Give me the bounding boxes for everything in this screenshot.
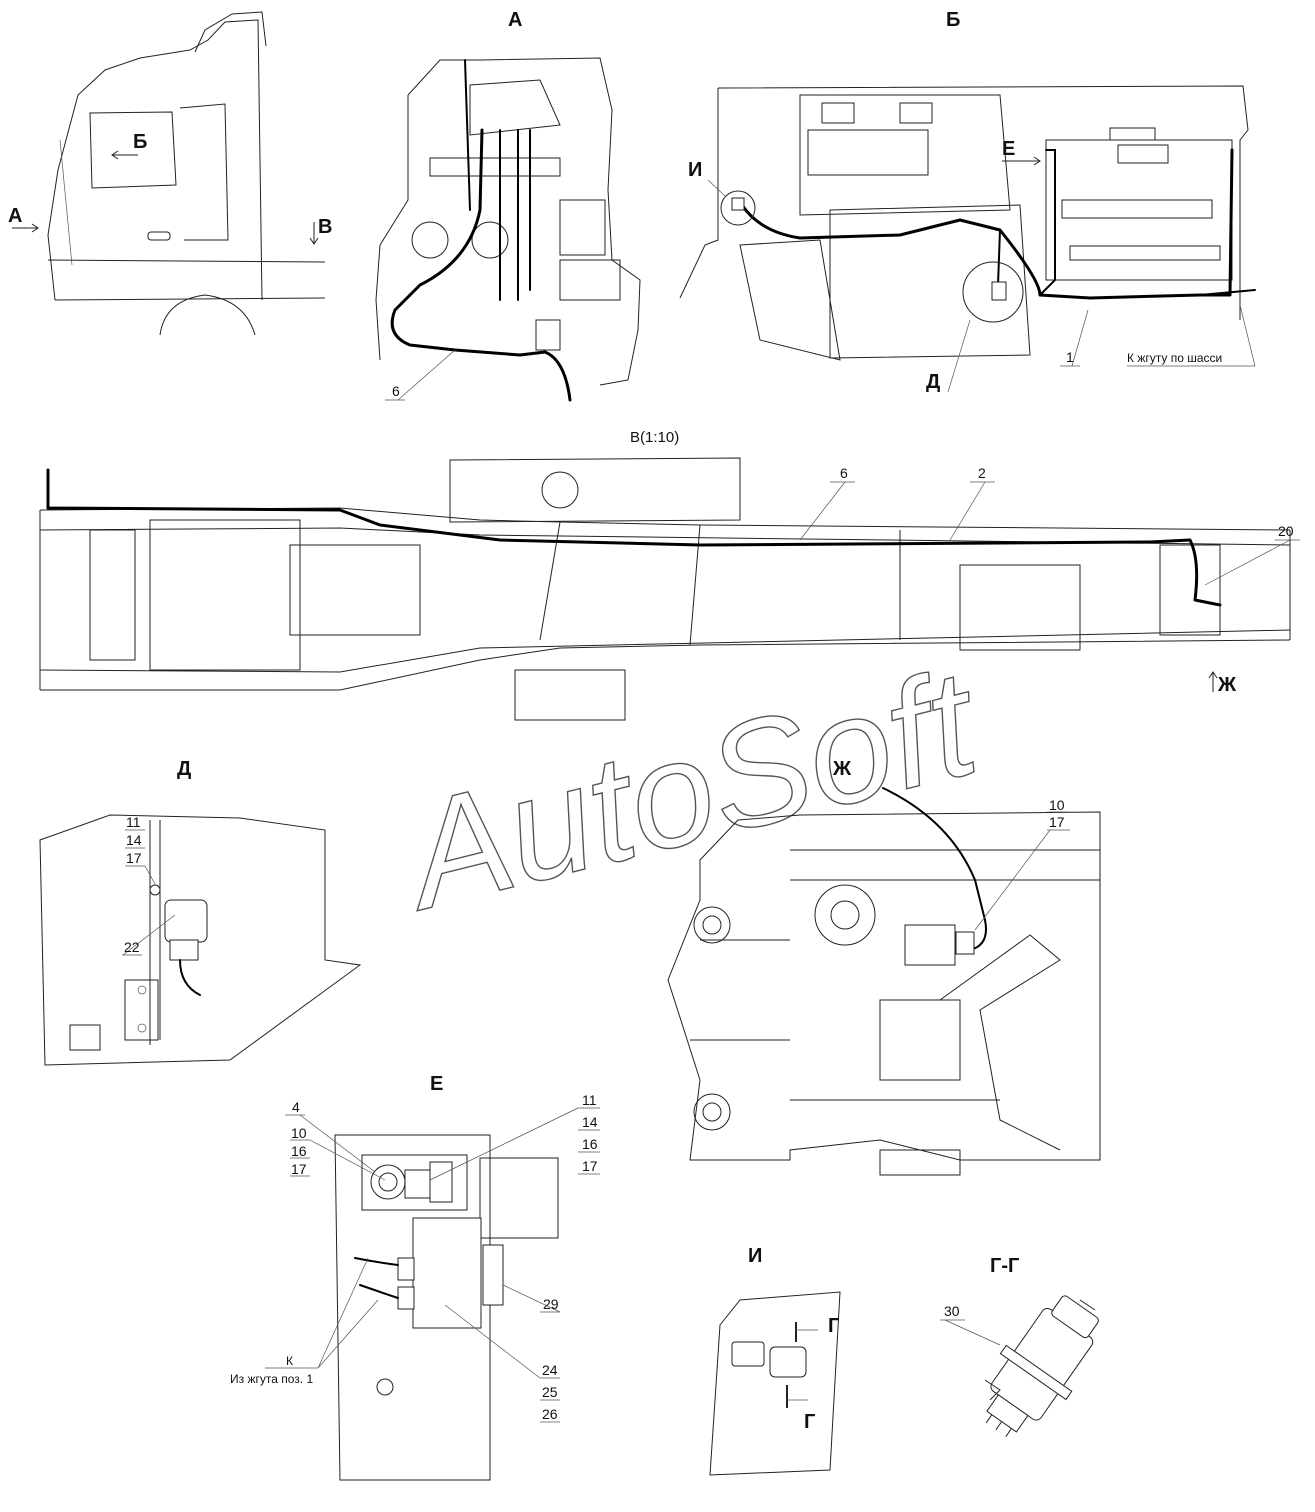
pos-11-e: 11 [582, 1092, 597, 1108]
view-zh: Ж 10 17 [667, 758, 1101, 1176]
cab-marker-b: Б [133, 131, 147, 153]
note-to-chassis-harness: К жгуту по шасси [1127, 351, 1222, 365]
pos-6-chassis: 6 [840, 465, 848, 481]
pos-1: 1 [1066, 349, 1074, 365]
view-a-title: А [508, 9, 522, 31]
note-k: К [286, 1354, 293, 1368]
pos-20: 20 [1278, 523, 1294, 539]
marker-i: И [688, 159, 702, 181]
view-d: Д 11 14 17 22 [39, 758, 362, 1066]
fuse-block-rows [1061, 144, 1221, 261]
pos-24: 24 [542, 1362, 558, 1378]
pos-14-e: 14 [582, 1114, 598, 1130]
note-from-harness: Из жгута поз. 1 [230, 1372, 313, 1386]
view-v-chassis: В(1:10) 6 2 20 Ж [39, 429, 1300, 721]
view-b: Б И Е Д 1 К жгуту по шас [679, 9, 1256, 393]
view-i-title: И [748, 1245, 762, 1267]
pos-16-e-right: 16 [582, 1136, 598, 1152]
marker-zh: Ж [1217, 674, 1237, 696]
section-mark-g-bottom: Г [804, 1411, 815, 1433]
pos-11-d: 11 [126, 814, 141, 830]
pos-6-view-a: 6 [392, 383, 400, 399]
view-e: Е 4 10 16 17 11 [230, 1073, 600, 1481]
pos-29: 29 [543, 1296, 559, 1312]
view-i: И Г Г [709, 1245, 841, 1476]
pos-4: 4 [292, 1099, 300, 1115]
marker-d: Д [926, 371, 940, 393]
view-b-title: Б [946, 9, 960, 31]
view-v-title: В(1:10) [630, 429, 679, 446]
section-mark-g-top: Г [828, 1315, 839, 1337]
pos-17-e-right: 17 [582, 1158, 598, 1174]
section-g-g: Г-Г 30 [940, 1255, 1099, 1437]
view-a: А 6 [375, 9, 641, 402]
cab-side-view: А Б В [8, 11, 332, 336]
pos-17-zh: 17 [1049, 814, 1065, 830]
pos-22: 22 [124, 939, 140, 955]
pos-30: 30 [944, 1303, 960, 1319]
pos-26: 26 [542, 1406, 558, 1422]
pos-10-e: 10 [291, 1125, 307, 1141]
view-e-title: Е [430, 1073, 443, 1095]
view-d-title: Д [177, 758, 191, 780]
pos-16-e-left: 16 [291, 1143, 307, 1159]
pos-2: 2 [978, 465, 986, 481]
pos-25: 25 [542, 1384, 558, 1400]
cab-marker-v: В [318, 216, 332, 238]
pos-17-e-left: 17 [291, 1161, 307, 1177]
cab-marker-a: А [8, 205, 22, 227]
section-g-g-title: Г-Г [990, 1255, 1019, 1277]
pos-10-zh: 10 [1049, 797, 1065, 813]
watermark: AutoSoft [384, 637, 996, 942]
view-zh-title: Ж [832, 758, 852, 780]
pos-17-d: 17 [126, 850, 142, 866]
pos-14-d: 14 [126, 832, 142, 848]
marker-e: Е [1002, 138, 1015, 160]
